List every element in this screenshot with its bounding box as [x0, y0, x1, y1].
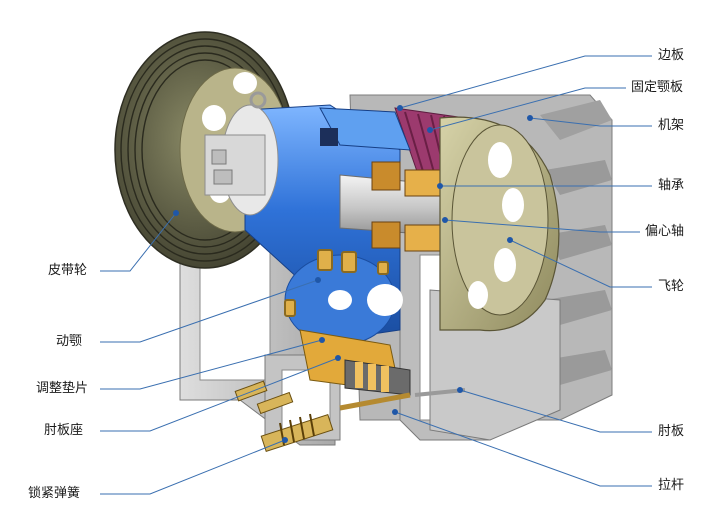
leader-bearing-dot	[437, 183, 443, 189]
leader-toggle-seat	[100, 357, 339, 432]
tie-rod-shape	[339, 388, 466, 411]
toggle-assembly	[299, 329, 411, 396]
leader-fixed-jaw-plate	[429, 87, 626, 131]
label-pulley: 皮带轮	[48, 263, 88, 278]
leader-toggle-plate-dot	[457, 387, 463, 393]
leader-adjusting-shim-dot	[319, 337, 325, 343]
label-movable-jaw: 动颚	[56, 334, 83, 349]
leader-tie-rod-dot	[392, 409, 398, 415]
leader-pulley-dot	[173, 210, 179, 216]
leader-movable-jaw	[100, 279, 319, 343]
movable-jaw-body	[244, 104, 411, 346]
leader-flywheel	[509, 239, 652, 288]
leader-movable-jaw-dot	[315, 277, 321, 283]
label-toggle-plate: 肘板	[658, 424, 685, 439]
leader-pulley	[100, 212, 177, 272]
label-bearing: 轴承	[658, 178, 685, 193]
label-side-plate: 边板	[658, 48, 685, 63]
label-locking-spring: 锁紧弹簧	[28, 486, 81, 501]
leader-side-plate	[399, 55, 652, 109]
leader-eccentric-shaft-dot	[442, 217, 448, 223]
leader-adjusting-shim	[100, 339, 323, 390]
leader-tie-rod	[394, 411, 652, 487]
label-eccentric-shaft: 偏心轴	[645, 224, 685, 239]
leader-side-plate-dot	[397, 105, 403, 111]
label-tie-rod: 拉杆	[658, 478, 685, 493]
leader-fixed-jaw-plate-dot	[427, 127, 433, 133]
label-toggle-seat: 肘板座	[44, 423, 84, 438]
leader-frame	[529, 117, 652, 127]
label-adjusting-shim: 调整垫片	[36, 381, 89, 396]
spring-bolts	[234, 249, 466, 453]
label-frame: 机架	[658, 118, 685, 133]
label-fixed-jaw-plate: 固定颚板	[631, 80, 684, 95]
leader-flywheel-dot	[507, 237, 513, 243]
leader-lines	[100, 55, 652, 495]
leader-frame-dot	[527, 115, 533, 121]
bearing-cap	[204, 91, 279, 216]
leader-locking-spring	[100, 439, 286, 495]
leader-eccentric-shaft	[444, 219, 640, 233]
leader-locking-spring-dot	[282, 437, 288, 443]
leader-toggle-plate	[459, 389, 652, 433]
leader-toggle-seat-dot	[335, 355, 341, 361]
label-flywheel: 飞轮	[658, 279, 685, 294]
